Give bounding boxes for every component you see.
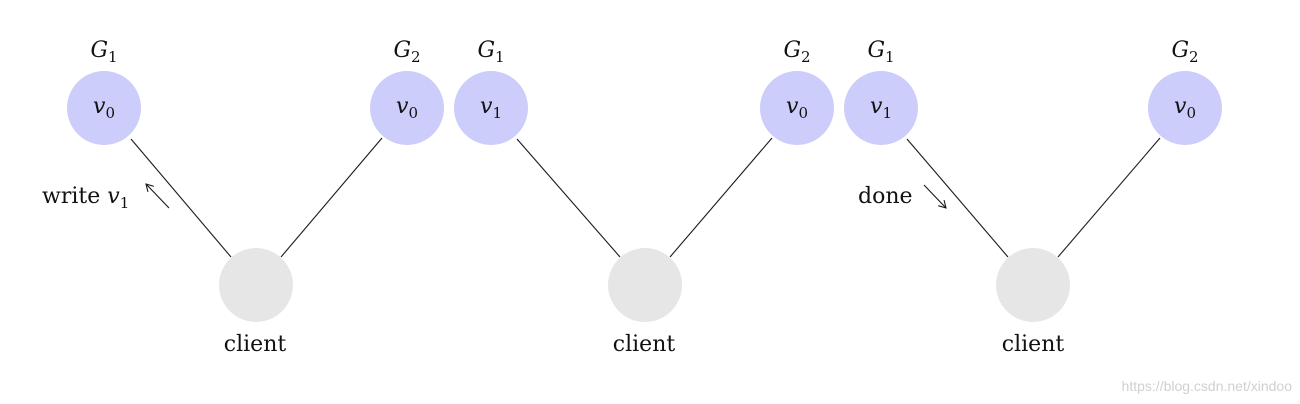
write-arrow [145, 183, 170, 209]
client-label: client [224, 332, 287, 357]
g2-value: v0 [786, 94, 808, 122]
panel-1: G1 G2 v0 v0 write v1 client [42, 38, 444, 357]
g2-label: G2 [393, 38, 420, 66]
client-node [219, 248, 293, 322]
g1-label: G1 [477, 38, 504, 66]
g2-value: v0 [1174, 94, 1196, 122]
g2-label: G2 [783, 38, 810, 66]
client-label: client [1002, 332, 1065, 357]
g2-label: G2 [1171, 38, 1198, 66]
server-node-g2 [760, 71, 834, 145]
server-node-g2 [370, 71, 444, 145]
annotation-label: done [858, 184, 913, 209]
server-node-g1 [844, 71, 918, 145]
g1-value: v0 [93, 94, 115, 122]
client-node [996, 248, 1070, 322]
g1-value: v1 [480, 94, 502, 122]
g2-value: v0 [396, 94, 418, 122]
edge-g1-client [516, 138, 621, 258]
client-node [608, 248, 682, 322]
edge-g1-client [906, 138, 1009, 258]
server-node-g2 [1148, 71, 1222, 145]
server-node-g1 [67, 71, 141, 145]
g1-label: G1 [90, 38, 117, 66]
watermark: https://blog.csdn.net/xindoo [1122, 378, 1293, 394]
edge-g2-client [669, 137, 773, 258]
g1-value: v1 [870, 94, 892, 122]
done-arrow [923, 184, 947, 209]
panel-3: G1 G2 v1 v0 done client [844, 38, 1222, 357]
client-label: client [613, 332, 676, 357]
edge-g2-client [1057, 137, 1161, 258]
server-node-g1 [454, 71, 528, 145]
g1-label: G1 [867, 38, 894, 66]
edge-g1-client [130, 138, 232, 258]
annotation-label: write v1 [42, 184, 129, 212]
panel-2: G1 G2 v1 v0 client [454, 38, 834, 357]
edge-g2-client [280, 137, 383, 258]
